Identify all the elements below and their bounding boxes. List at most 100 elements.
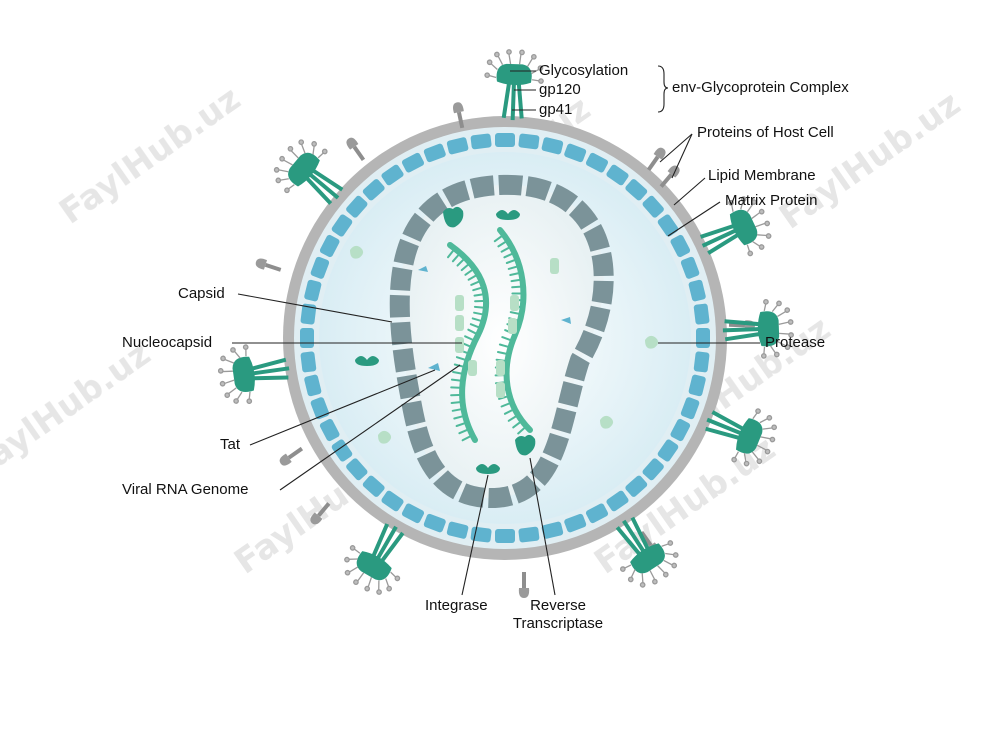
- nucleocapsid-proteins: [455, 258, 559, 398]
- rna-base-tick: [469, 323, 482, 330]
- matrix-protein-block: [606, 164, 629, 186]
- matrix-protein-block: [310, 397, 330, 420]
- label-host-proteins: Proteins of Host Cell: [697, 124, 834, 141]
- rna-base-tick: [452, 371, 465, 375]
- matrix-protein-block: [346, 458, 368, 481]
- rna-base-tick: [511, 285, 525, 289]
- label-gp120: gp120: [539, 81, 581, 98]
- matrix-protein-block: [564, 143, 587, 163]
- matrix-protein-ring: [300, 133, 710, 543]
- rna-base-tick: [464, 335, 477, 342]
- leader-lines: [232, 65, 760, 596]
- rna-base-tick: [455, 356, 469, 362]
- rna-base-tick: [450, 386, 464, 389]
- matrix-protein-block: [642, 458, 664, 481]
- matrix-protein-block: [680, 256, 700, 279]
- rna-base-tick: [447, 247, 456, 259]
- matrix-protein-block: [625, 475, 648, 497]
- rna-base-tick: [473, 293, 487, 297]
- rna-base-tick: [493, 233, 505, 243]
- matrix-space-proteins: [350, 245, 659, 444]
- matrix-protein-block: [319, 234, 340, 258]
- matrix-protein-block: [585, 152, 609, 173]
- rna-base-tick: [464, 267, 476, 276]
- matrix-protein-block: [300, 303, 317, 325]
- label-reverse-transcriptase: Reverse Transcriptase: [504, 597, 612, 633]
- matrix-protein-block: [470, 133, 492, 150]
- matrix-protein-block: [423, 513, 446, 533]
- label-lipid-membrane: Lipid Membrane: [708, 167, 816, 184]
- matrix-protein-block: [696, 328, 710, 348]
- matrix-protein-block: [300, 351, 317, 373]
- rna-base-tick: [510, 278, 524, 283]
- matrix-protein-block: [362, 179, 385, 201]
- rna-base-tick: [500, 245, 513, 253]
- matrix-protein-block: [518, 526, 540, 543]
- rna-base-tick: [503, 251, 516, 259]
- matrix-protein-block: [331, 439, 353, 462]
- rna-base-tick: [460, 262, 472, 272]
- matrix-protein-block: [310, 256, 330, 279]
- rna-base-tick: [498, 394, 511, 400]
- matrix-protein-block: [319, 418, 340, 442]
- rna-base-tick: [458, 427, 471, 435]
- matrix-protein-block: [446, 137, 469, 155]
- matrix-protein-block: [688, 279, 706, 302]
- matrix-protein-block: [680, 397, 700, 420]
- label-nucleocapsid: Nucleocapsid: [122, 334, 213, 351]
- rna-base-tick: [497, 351, 510, 356]
- matrix-protein-block: [304, 374, 322, 397]
- label-matrix-protein: Matrix Protein: [725, 192, 818, 209]
- rna-base-tick: [456, 256, 467, 267]
- watermark-text: FaylHub.uz: [0, 334, 158, 488]
- rna-base-tick: [455, 421, 468, 427]
- rna-base-tick: [467, 273, 480, 281]
- rna-base-tick: [497, 239, 509, 248]
- matrix-protein-block: [495, 133, 515, 147]
- rna-base-tick: [451, 407, 465, 412]
- matrix-protein-block: [688, 374, 706, 397]
- reverse-transcriptase-shape: [443, 206, 464, 228]
- matrix-protein-block: [564, 513, 587, 533]
- matrix-protein-block: [541, 521, 564, 539]
- label-viral-rna-genome: Viral RNA Genome: [122, 481, 249, 498]
- matrix-protein-block: [346, 195, 368, 218]
- protease-shape: [645, 335, 659, 349]
- core-enzymes: [355, 206, 571, 474]
- glycoprotein-spike: [213, 337, 296, 410]
- rna-base-tick: [509, 311, 523, 316]
- integrase-shape: [496, 210, 520, 220]
- matrix-protein-block: [657, 439, 679, 462]
- matrix-protein-block: [657, 214, 679, 237]
- matrix-protein-block: [446, 521, 469, 539]
- integrase-shape: [355, 356, 379, 366]
- matrix-protein-block: [670, 234, 691, 258]
- matrix-protein-block: [401, 503, 425, 524]
- reverse-transcriptase-shape: [515, 434, 536, 456]
- matrix-protein-block: [541, 137, 564, 155]
- rna-base-tick: [453, 363, 467, 369]
- matrix-protein-block: [401, 152, 425, 173]
- rna-base-tick: [450, 400, 464, 404]
- rna-base-tick: [517, 425, 528, 435]
- label-tat: Tat: [220, 436, 241, 453]
- rna-base-tick: [467, 328, 480, 336]
- matrix-protein-block: [495, 529, 515, 543]
- label-reverse-line1: Reverse: [530, 597, 586, 614]
- matrix-protein-block: [670, 418, 691, 442]
- label-reverse-line2: Transcriptase: [512, 615, 604, 632]
- matrix-protein-block: [606, 490, 629, 512]
- matrix-protein-block: [423, 143, 446, 163]
- watermark-text: FaylHub.uz: [52, 79, 248, 233]
- label-capsid: Capsid: [178, 285, 225, 302]
- rna-base-tick: [507, 264, 521, 270]
- integrase-shape: [476, 464, 500, 474]
- matrix-protein-block: [381, 490, 404, 512]
- label-glycosylation: Glycosylation: [539, 62, 629, 79]
- matrix-protein-block: [642, 195, 664, 218]
- label-protease: Protease: [765, 334, 826, 351]
- matrix-protein-block: [331, 214, 353, 237]
- rna-base-tick: [450, 378, 464, 382]
- rna-base-tick: [472, 286, 485, 292]
- rna-base-tick: [507, 414, 520, 422]
